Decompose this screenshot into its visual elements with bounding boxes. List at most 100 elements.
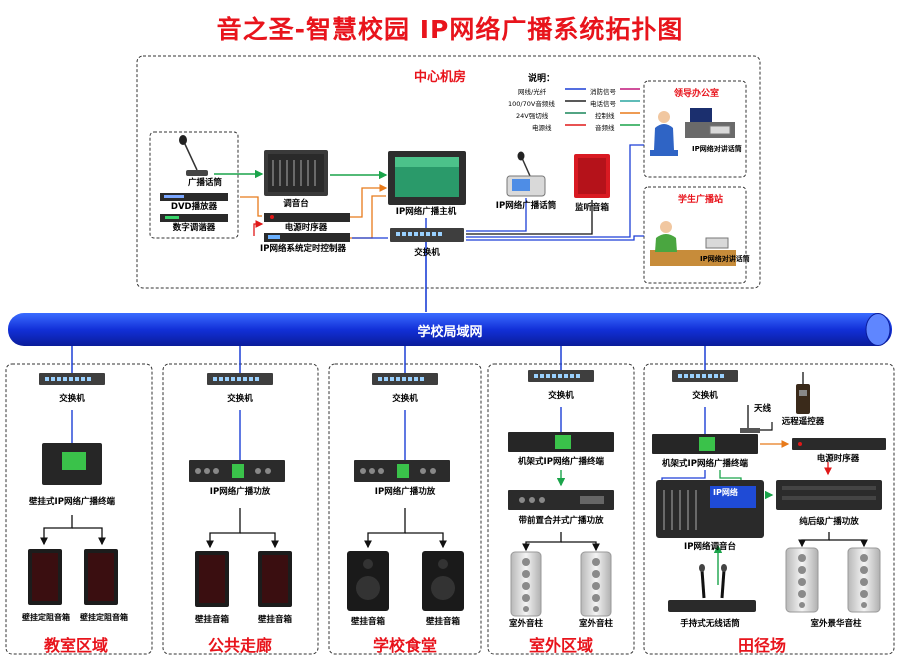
- canteen-speaker-label: 壁挂音箱: [350, 617, 386, 627]
- monitor-speaker-device: [574, 154, 610, 198]
- host-label: IP网络广播主机: [395, 207, 457, 217]
- dvd-label: DVD播放器: [170, 202, 218, 212]
- zone-title-classroom: 教室区域: [43, 636, 109, 655]
- dvd-device: [160, 193, 228, 201]
- tuner-device: [160, 214, 228, 222]
- zone-title-outdoor: 室外区域: [528, 636, 594, 655]
- tuner-label: 数字调谐器: [172, 223, 216, 233]
- outdoor-column-right: [580, 551, 612, 617]
- student-station-device-label: IP网络对讲话筒: [700, 255, 750, 263]
- corridor-speaker-label: 壁挂音箱: [194, 615, 230, 625]
- outdoor-column-label: 室外音柱: [578, 619, 614, 629]
- power-amp-device: [776, 480, 882, 510]
- center-switch-device: [390, 228, 464, 242]
- zone-switch-label: 交换机: [392, 394, 418, 404]
- timer-label: IP网络系统定时控制器: [260, 244, 346, 254]
- canteen-amp-label: IP网络广播功放: [374, 487, 436, 497]
- leader-office-scene: [650, 108, 735, 156]
- legend-label: 100/70V音频线: [508, 100, 555, 108]
- wireless-mic-label: 手持式无线话筒: [680, 619, 740, 629]
- field-power-seq-label: 电源时序器: [816, 454, 860, 464]
- zone-frame-field: [643, 363, 895, 655]
- rack-terminal-label: 机架式IP网络广播终端: [518, 457, 604, 467]
- outdoor-column-label: 室外音柱: [508, 619, 544, 629]
- wall-terminal-label: 壁挂式IP网络广播终端: [29, 497, 115, 507]
- center-room-frame: [136, 55, 761, 289]
- legend-label: 消防信号: [590, 88, 616, 96]
- rack-terminal-device-field: [652, 434, 758, 454]
- zone-uplinks: [71, 346, 706, 373]
- corridor-amp-label: IP网络广播功放: [209, 487, 271, 497]
- outdoor-speaker-wiring: [522, 532, 600, 552]
- zone-switch-label: 交换机: [692, 391, 718, 401]
- leader-office-frame: [643, 80, 747, 178]
- wireless-mic-receiver: [668, 564, 756, 612]
- campus-lan-bus: [8, 313, 892, 346]
- leader-office-device-label: IP网络对讲话筒: [692, 145, 742, 153]
- antenna-label: 天线: [754, 404, 772, 414]
- corridor-speaker-label: 壁挂音箱: [257, 615, 293, 625]
- field-speaker-wiring: [798, 532, 868, 548]
- leader-office-title: 领导办公室: [674, 89, 720, 99]
- center-room-wiring: [214, 144, 644, 312]
- canteen-speaker-right: [422, 551, 464, 611]
- broadcast-host-device: [388, 151, 466, 205]
- zone-switch-canteen: [372, 373, 438, 385]
- center-room-title: 中心机房: [414, 70, 467, 85]
- power-amp-label: 纯后级广播功放: [799, 517, 859, 527]
- mixer-device: [264, 150, 328, 196]
- legend-label: 24V强切线: [516, 112, 549, 120]
- field-column-left: [785, 547, 819, 613]
- canteen-amp-device: [354, 460, 450, 482]
- mixer-screen-text: IP网络: [713, 488, 738, 497]
- classroom-speaker-wiring: [40, 515, 106, 546]
- zone-switch-label: 交换机: [548, 391, 574, 401]
- lan-label: 学校局域网: [417, 325, 483, 340]
- classroom-speaker-label: 壁挂定阻音箱: [22, 613, 70, 622]
- mixer-amp-label: 带前置合并式广播功放: [518, 516, 604, 526]
- mixer-label: 调音台: [283, 199, 309, 209]
- power-sequencer-device: [264, 213, 350, 222]
- field-terminal-label: 机架式IP网络广播终端: [662, 459, 748, 469]
- zone-frame-classroom: [5, 363, 153, 655]
- field-column-label: 室外景华音柱: [810, 619, 862, 629]
- mixer-amp-device: [508, 490, 614, 510]
- canteen-speaker-label: 壁挂音箱: [425, 617, 461, 627]
- outdoor-column-left: [510, 551, 542, 617]
- field-antenna: [740, 405, 773, 433]
- student-station-scene: [650, 221, 736, 266]
- zone-switch-outdoor: [528, 370, 594, 382]
- corridor-amp-device: [189, 460, 285, 482]
- zone-switch-label: 交换机: [227, 394, 253, 404]
- corridor-speaker-left: [195, 551, 229, 607]
- legend-label: 音频线: [595, 124, 615, 132]
- ip-mixer-console: [656, 480, 764, 538]
- corridor-speaker-right: [258, 551, 292, 607]
- ip-mixer-label: IP网络调音台: [684, 542, 736, 552]
- page-title: 音之圣-智慧校园 IP网络广播系统拓扑图: [216, 15, 684, 44]
- legend-label: 控制线: [595, 112, 615, 120]
- zone-switch-label: 交换机: [59, 394, 85, 404]
- corridor-speaker-wiring: [206, 508, 279, 549]
- classroom-speaker-right: [84, 549, 118, 605]
- zone-title-field: 田径场: [737, 636, 787, 655]
- remote-controller-device: [796, 372, 810, 414]
- zone-title-canteen: 学校食堂: [372, 636, 438, 655]
- legend-title: 说明：: [528, 74, 556, 84]
- zone-title-corridor: 公共走廊: [207, 636, 273, 655]
- timer-controller-device: [264, 233, 350, 242]
- power-seq-label: 电源时序器: [284, 223, 328, 233]
- wall-terminal-device: [42, 443, 102, 485]
- paging-mic-device: [506, 151, 546, 197]
- zone-switch-corridor: [207, 373, 273, 385]
- paging-mic-label: IP网络广播话筒: [495, 201, 557, 211]
- mic-device: [179, 135, 208, 176]
- classroom-speaker-label: 壁挂定阻音箱: [80, 613, 128, 622]
- center-switch-label: 交换机: [414, 248, 440, 258]
- zone-switch-classroom: [39, 373, 105, 385]
- source-group-frame: [149, 131, 239, 239]
- zone-switch-field: [672, 370, 738, 382]
- mic-label: 广播话筒: [188, 178, 223, 188]
- legend-label: 网线/光纤: [518, 88, 547, 96]
